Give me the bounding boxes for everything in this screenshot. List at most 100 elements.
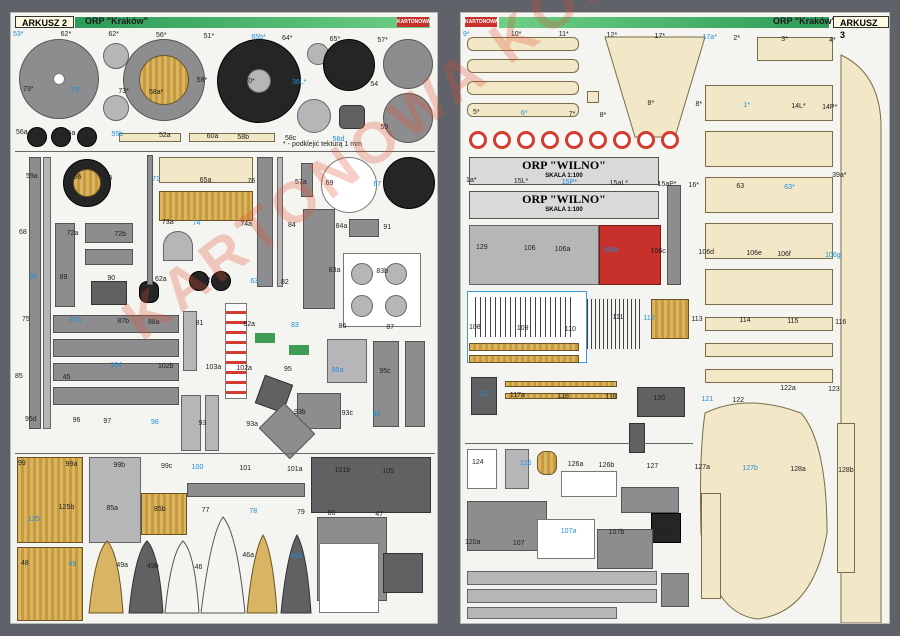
part-number-label: 58b: [237, 134, 250, 141]
part-strip: [469, 355, 579, 363]
part-disc-small: [351, 263, 373, 285]
part-block: [85, 249, 133, 265]
part-block: [301, 163, 313, 197]
part-grille: [159, 157, 253, 183]
part-grid: [467, 501, 547, 551]
part-number-label: 80: [327, 510, 336, 517]
part-disc: [321, 157, 377, 213]
part-number-label: 106a: [554, 245, 571, 253]
part-number-label: 85a: [106, 505, 119, 512]
part-number-label: 53*: [13, 31, 24, 38]
part-number-label: 49b: [147, 562, 159, 570]
part-number-label: 16*: [688, 181, 699, 189]
part-hull-strip: [53, 315, 179, 333]
part-number-label: 46: [194, 563, 203, 571]
part-rack: [405, 341, 425, 427]
stern-pieces-svg: [604, 36, 882, 623]
part-number-label: 128b: [838, 466, 854, 474]
part-deck-8: [705, 317, 833, 331]
part-number-label: 106e: [746, 249, 762, 257]
part-number-label: 127a: [694, 463, 711, 471]
part-number-label: 54: [370, 80, 379, 88]
part-number-label: 74: [192, 220, 201, 227]
part-disc-center: [247, 69, 271, 93]
part-block: [85, 223, 133, 243]
part-number-label: 12*: [606, 32, 618, 39]
part-number-label: 11*: [558, 31, 569, 38]
part-number-label: 58a*: [149, 88, 164, 96]
part-flag: [255, 333, 275, 343]
part-number-label: 82a: [243, 321, 256, 328]
part-number-label: 67: [373, 180, 382, 188]
part-number-label: 2*: [733, 35, 740, 42]
part-hull-strip: [53, 339, 179, 357]
part-number-label: 87a: [69, 317, 82, 324]
part-number-label: 98: [151, 419, 159, 426]
divider: [15, 453, 435, 454]
part-number-label: 68: [104, 174, 113, 182]
part-number-label: 56*: [156, 32, 167, 39]
part-number-label: 119: [605, 394, 617, 402]
part-number-label: 8*: [599, 112, 607, 120]
part-anchors: [637, 387, 685, 417]
part-number-label: 36L*: [292, 78, 307, 86]
part-number-label: 59: [380, 124, 389, 131]
part-number-label: 62: [202, 276, 211, 284]
part-number-label: 59a: [26, 172, 38, 180]
name-board: ORP "WILNO" SKALA 1:100: [469, 157, 659, 185]
part-number-label: 96: [72, 417, 81, 424]
part-number-label: 91: [383, 224, 392, 231]
part-number-label: 63*: [784, 183, 795, 191]
part-number-label: 48: [21, 559, 29, 567]
part-number-label: 115: [787, 318, 799, 325]
part-strip: [505, 393, 617, 399]
part-striped-mast: [225, 303, 247, 399]
part-number-label: 15aL*: [609, 179, 628, 187]
part-number-label: 112: [643, 315, 655, 322]
part-number-label: 49: [68, 560, 77, 568]
part-strip: [119, 133, 181, 142]
part-number-label: 83: [291, 322, 299, 329]
part-number-label: 63: [250, 277, 259, 285]
part-wooden-panel: [141, 493, 187, 535]
name-board-title: ORP "WILNO": [522, 158, 606, 172]
part-number-label: 70*: [244, 77, 255, 85]
part-lifebuoy: [589, 131, 607, 149]
part-number-label: 125: [28, 516, 40, 523]
part-number-label: 87: [386, 324, 395, 331]
ship-name: ORP "Kraków": [773, 16, 836, 26]
part-number-label: 117: [479, 391, 491, 399]
header-bar: [499, 17, 829, 28]
part-number-label: 95a: [331, 366, 344, 374]
part-side-15: [701, 493, 721, 599]
hull-pieces-svg: [88, 516, 312, 614]
part-number-label: 3*: [781, 36, 788, 43]
part-number-label: 106b: [602, 246, 619, 254]
ship-name: ORP "Kraków": [85, 16, 148, 26]
part-number-label: 99b: [113, 461, 126, 469]
sheet-label: ARKUSZ 2: [15, 16, 75, 28]
part-number-label: 81: [195, 320, 204, 327]
part-block: [349, 219, 379, 237]
part-number-label: 102b: [158, 362, 174, 370]
part-number-label: 93c: [341, 410, 353, 417]
part-110: [537, 451, 557, 475]
part-number-label: 88: [29, 272, 37, 280]
part-number-label: 127: [646, 462, 659, 470]
part-number-label: 57a: [295, 178, 307, 186]
part-116: [651, 513, 681, 543]
part-number-label: 121: [701, 396, 714, 404]
part-dome: [163, 231, 193, 261]
part-number-label: 106d: [698, 248, 715, 256]
part-number-label: 125b: [58, 504, 75, 511]
part-number-label: 104: [110, 361, 123, 369]
part-number-label: 17a*: [702, 34, 717, 41]
part-number-label: 60a: [206, 133, 219, 140]
part-number-label: 108: [469, 324, 481, 331]
part-rods: [303, 209, 335, 309]
part-number-label: 122: [732, 397, 745, 405]
part-hatch: [339, 105, 365, 129]
part-number-label: 58c: [285, 135, 297, 142]
part-disc-small: [103, 95, 129, 121]
part-number-label: 102a: [236, 364, 252, 372]
